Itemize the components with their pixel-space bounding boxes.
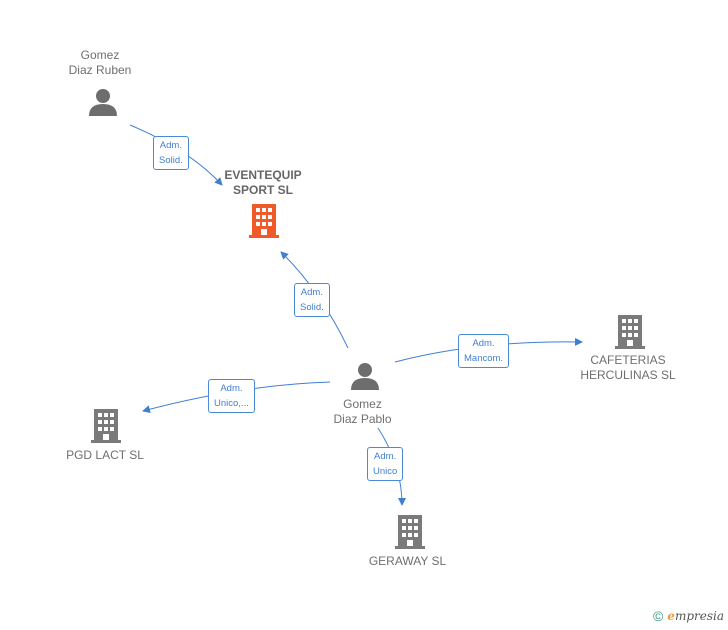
node-label-pgd[interactable]: PGD LACT SL bbox=[55, 448, 155, 463]
edge-label-line: Adm. bbox=[374, 451, 397, 462]
edge-label-line: Unico bbox=[373, 466, 398, 477]
person-icon bbox=[89, 89, 117, 116]
edge-label-line: Solid. bbox=[300, 302, 324, 313]
node-label-line: HERCULINAS SL bbox=[580, 368, 676, 382]
building-icon bbox=[395, 515, 425, 549]
edge-label-line: Adm. bbox=[220, 383, 243, 394]
copyright-footer: © empresia bbox=[653, 608, 724, 624]
node-label-gomez-ruben[interactable]: Gomez Diaz Ruben bbox=[55, 48, 145, 78]
edge-label-line: Adm. bbox=[472, 338, 495, 349]
node-label-geraway[interactable]: GERAWAY SL bbox=[355, 554, 460, 569]
building-icon bbox=[249, 204, 279, 238]
edge-label-line: Adm. bbox=[300, 287, 323, 298]
node-label-line: SPORT SL bbox=[232, 183, 293, 197]
person-icon bbox=[351, 363, 379, 390]
node-label-cafeterias[interactable]: CAFETERIAS HERCULINAS SL bbox=[572, 353, 684, 383]
node-label-line: Diaz Pablo bbox=[333, 412, 392, 426]
edge-label-pablo-pgd[interactable]: Adm. Unico,... bbox=[208, 379, 255, 413]
node-label-line: GERAWAY SL bbox=[368, 554, 447, 568]
edge-label-line: Unico,... bbox=[214, 398, 249, 409]
node-label-eventequip[interactable]: EVENTEQUIP SPORT SL bbox=[208, 168, 318, 198]
building-icon bbox=[615, 315, 645, 349]
node-label-line: PGD LACT SL bbox=[66, 448, 144, 462]
edge-label-line: Adm. bbox=[159, 140, 182, 151]
edge-label-line: Solid. bbox=[159, 155, 183, 166]
edge-label-pablo-eventequip[interactable]: Adm. Solid. bbox=[294, 283, 330, 317]
node-label-line: Diaz Ruben bbox=[68, 63, 132, 77]
edge-label-pablo-cafeterias[interactable]: Adm. Mancom. bbox=[458, 334, 510, 368]
edge-label-pablo-geraway[interactable]: Adm. Unico bbox=[367, 447, 404, 481]
building-icon bbox=[91, 409, 121, 443]
edge-label-ruben-eventequip[interactable]: Adm. Solid. bbox=[153, 136, 189, 170]
node-label-line: EVENTEQUIP bbox=[224, 168, 302, 182]
node-label-line: Gomez bbox=[343, 397, 382, 411]
node-label-line: Gomez bbox=[80, 48, 120, 62]
brand-logo[interactable]: empresia bbox=[667, 609, 724, 623]
edge-label-line: Mancom. bbox=[464, 353, 504, 364]
copyright-icon: © bbox=[652, 608, 664, 624]
node-label-gomez-pablo[interactable]: Gomez Diaz Pablo bbox=[320, 397, 405, 427]
node-label-line: CAFETERIAS bbox=[590, 353, 666, 367]
